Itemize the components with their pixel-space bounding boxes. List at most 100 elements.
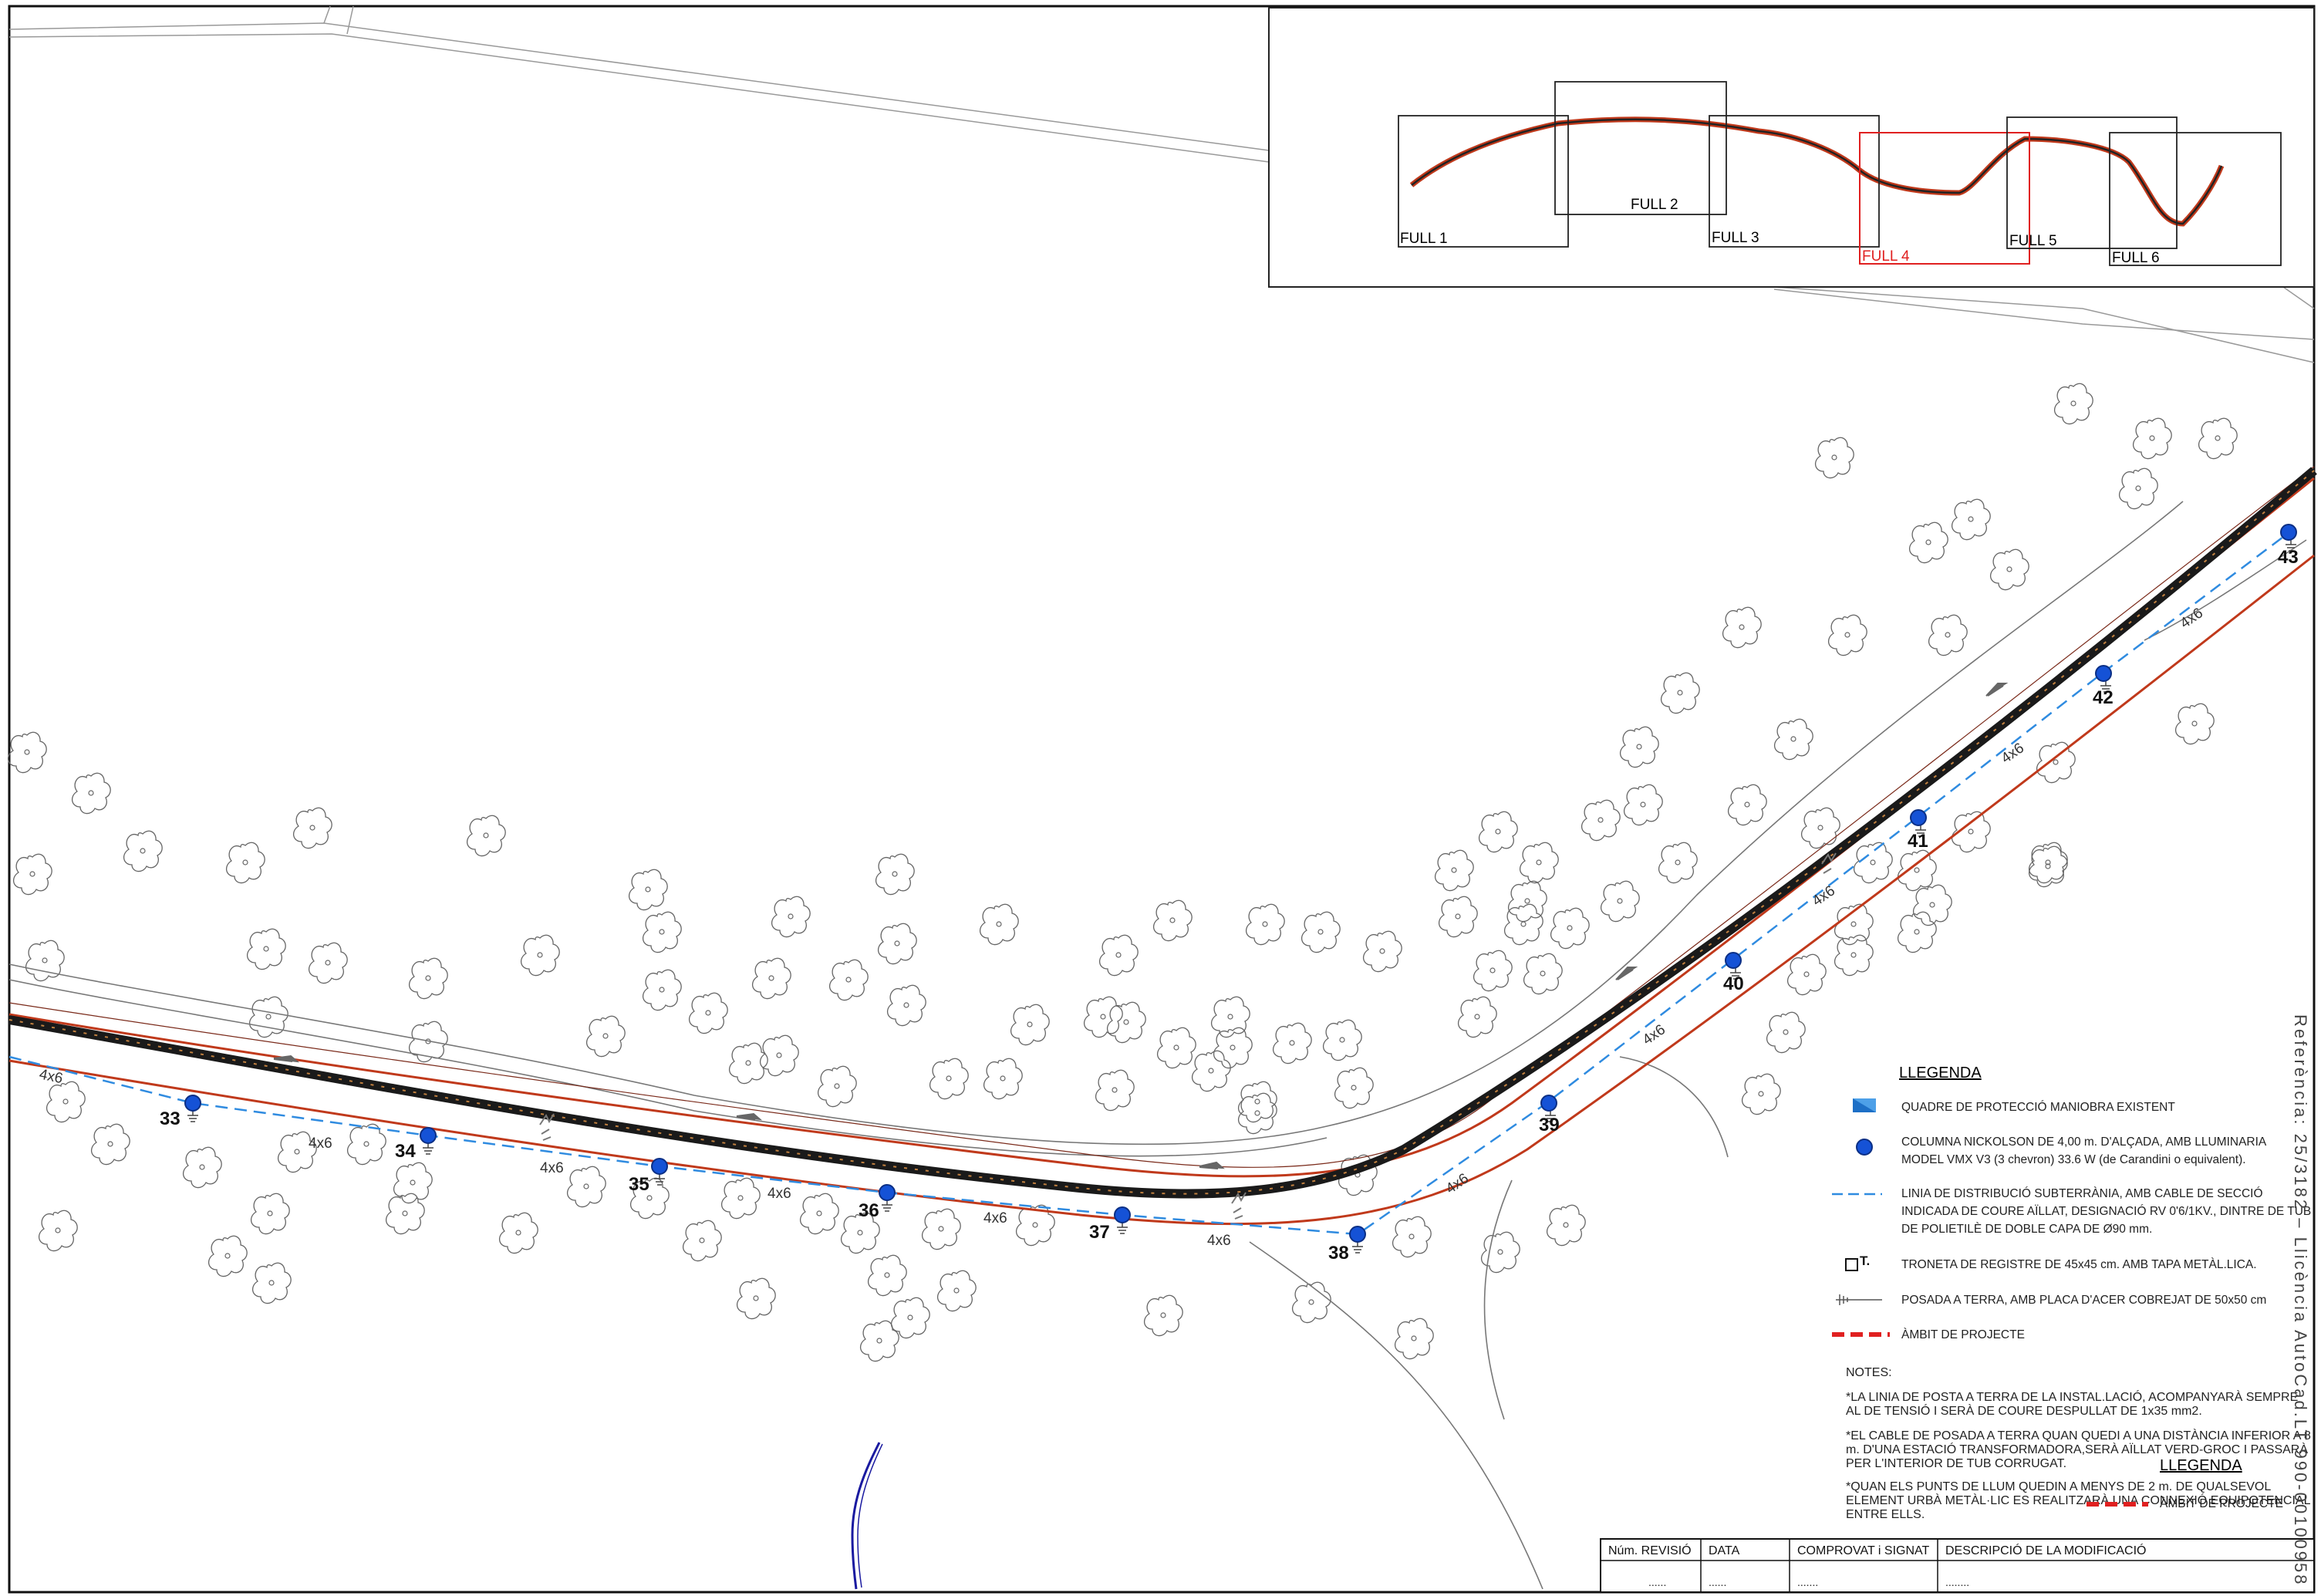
tree-symbol (1989, 548, 2029, 591)
note-line: *QUAN ELS PUNTS DE LLUM QUEDIN A MENYS D… (1846, 1480, 2271, 1493)
legend-item-text: TRONETA DE REGISTRE DE 45x45 cm. AMB TAP… (1901, 1258, 2257, 1271)
cable-label: 4x6 (1443, 1170, 1472, 1197)
light-post[interactable]: 40 (1723, 952, 1744, 994)
tree-symbol (875, 853, 915, 896)
tree-symbol (628, 869, 668, 911)
key-map-sheet-label: FULL 2 (1631, 197, 1678, 213)
tree-symbol (1191, 1050, 1231, 1092)
tree-symbol (1619, 726, 1659, 768)
tree-symbol (1827, 614, 1867, 656)
key-map-sheet-1[interactable] (1398, 115, 1569, 248)
tree-symbol (1098, 934, 1139, 977)
light-post[interactable]: 37 (1089, 1206, 1131, 1243)
ghost-limit-label: ÀMBIT DE PROJECTE (2160, 1497, 2283, 1510)
earthing-icon (1836, 1294, 1882, 1305)
note-line: AL DE TENSIÓ I SERÀ DE COURE DESPULLAT D… (1846, 1403, 2202, 1418)
tree-symbol (1660, 672, 1700, 714)
cable-label: 4x6 (983, 1210, 1007, 1227)
tree-symbol (225, 842, 265, 884)
tree-symbol (1897, 849, 1937, 892)
tree-symbol (1106, 1001, 1146, 1044)
junction-boxes (539, 852, 1837, 1220)
tree-symbol (1272, 1022, 1312, 1065)
post-number: 43 (2278, 547, 2299, 568)
tree-symbol (1951, 498, 1991, 541)
post-number: 34 (395, 1141, 416, 1162)
revision-cell: ...... (1709, 1576, 1726, 1588)
tree-symbol (1834, 934, 1874, 977)
tree-symbol (90, 1123, 130, 1166)
note-line: *EL CABLE DE POSADA A TERRA QUAN QUEDI A… (1846, 1428, 2311, 1442)
tree-symbol (1362, 930, 1402, 973)
tree-symbol (1928, 614, 1968, 656)
light-post[interactable]: 39 (1539, 1095, 1560, 1135)
road (8, 466, 2317, 1226)
light-post[interactable]: 34 (395, 1127, 437, 1162)
sheet-border (8, 5, 2316, 1594)
key-map-sheet-3[interactable] (1709, 115, 1880, 248)
revision-header: DESCRIPCIÓ DE LA MODIFICACIÓ (1945, 1543, 2146, 1557)
tree-symbol (123, 830, 163, 872)
key-map-sheet-4-current[interactable] (1859, 132, 2030, 265)
revision-cell: ...... (1648, 1576, 1666, 1588)
tree-symbol (346, 1123, 386, 1166)
tree-symbol (642, 911, 682, 953)
key-map-sheet-5[interactable] (2006, 116, 2178, 249)
tree-symbol (929, 1058, 969, 1100)
cable-label: 4x6 (767, 1186, 791, 1202)
tree-symbol (498, 1212, 538, 1254)
key-map-sheet-label: FULL 1 (1400, 231, 1448, 247)
light-post[interactable]: 36 (859, 1184, 896, 1221)
cable-label: 4x6 (1207, 1233, 1231, 1249)
light-post[interactable]: 43 (2278, 524, 2299, 568)
light-post[interactable]: 42 (2093, 665, 2114, 708)
tree-symbol (2132, 417, 2172, 460)
cable-label: 4x6 (540, 1160, 564, 1176)
tree-symbol (1741, 1073, 1781, 1115)
tree-symbol (688, 992, 728, 1034)
light-post[interactable]: 35 (629, 1158, 668, 1195)
post-number: 40 (1723, 973, 1744, 994)
key-map-sheet-label: FULL 3 (1712, 230, 1759, 246)
tree-symbol (7, 731, 47, 774)
key-map-sheet-label: FULL 5 (2009, 233, 2057, 249)
key-map-sheet-label-current: FULL 4 (1862, 248, 1910, 265)
tree-symbol (736, 1277, 776, 1320)
tree-symbol (566, 1166, 606, 1208)
key-map-route-centerline (1411, 118, 2223, 225)
tree-symbol (25, 940, 65, 982)
tree-symbol (1503, 903, 1543, 946)
legend-item-text: MODEL VMX V3 (3 chevron) 33.6 W (de Cara… (1901, 1153, 2246, 1166)
tree-symbol (751, 957, 791, 1000)
revision-header: Núm. REVISIÓ (1608, 1543, 1692, 1557)
junction-box-icon: T. (1845, 1254, 1870, 1271)
lamp-post-icon (1856, 1139, 1873, 1156)
tree-symbol (1010, 1004, 1050, 1046)
key-map-sheet-6[interactable] (2109, 132, 2282, 266)
post-number: 37 (1089, 1222, 1110, 1243)
light-post[interactable]: 41 (1908, 809, 1928, 852)
tree-symbol (2036, 741, 2076, 784)
tree-symbol (1083, 996, 1123, 1038)
note-line: PER L'INTERIOR DE TUB CORRUGAT. (1846, 1457, 2066, 1470)
tree-symbol (1786, 953, 1827, 996)
legend-item-text: POSADA A TERRA, AMB PLACA D'ACER COBREJA… (1901, 1294, 2266, 1307)
light-post[interactable]: 38 (1328, 1226, 1366, 1264)
tree-symbol (385, 1193, 425, 1235)
tree-symbol (292, 807, 332, 849)
light-post[interactable]: 33 (160, 1095, 201, 1129)
note-line: ELEMENT URBÀ METÀL·LIC ES REALITZARÀ UNA… (1846, 1493, 2311, 1507)
post-number: 36 (859, 1200, 879, 1221)
post-number: 42 (2093, 687, 2114, 708)
tree-symbol (466, 815, 506, 857)
side-tracks (8, 501, 2307, 1590)
tree-symbol (979, 903, 1019, 946)
tree-symbol (1457, 996, 1497, 1038)
legend: LLEGENDA QUADRE DE PROTECCIÓ MANIOBRA EX… (1832, 1065, 2311, 1341)
tree-symbol (1800, 807, 1840, 849)
ghost-legend-title: LLEGENDA (2160, 1457, 2242, 1474)
light-posts: 33 34 35 36 37 38 39 (160, 524, 2299, 1264)
key-map-sheet-2[interactable] (1554, 81, 1727, 215)
tree-symbol (1143, 1294, 1183, 1337)
